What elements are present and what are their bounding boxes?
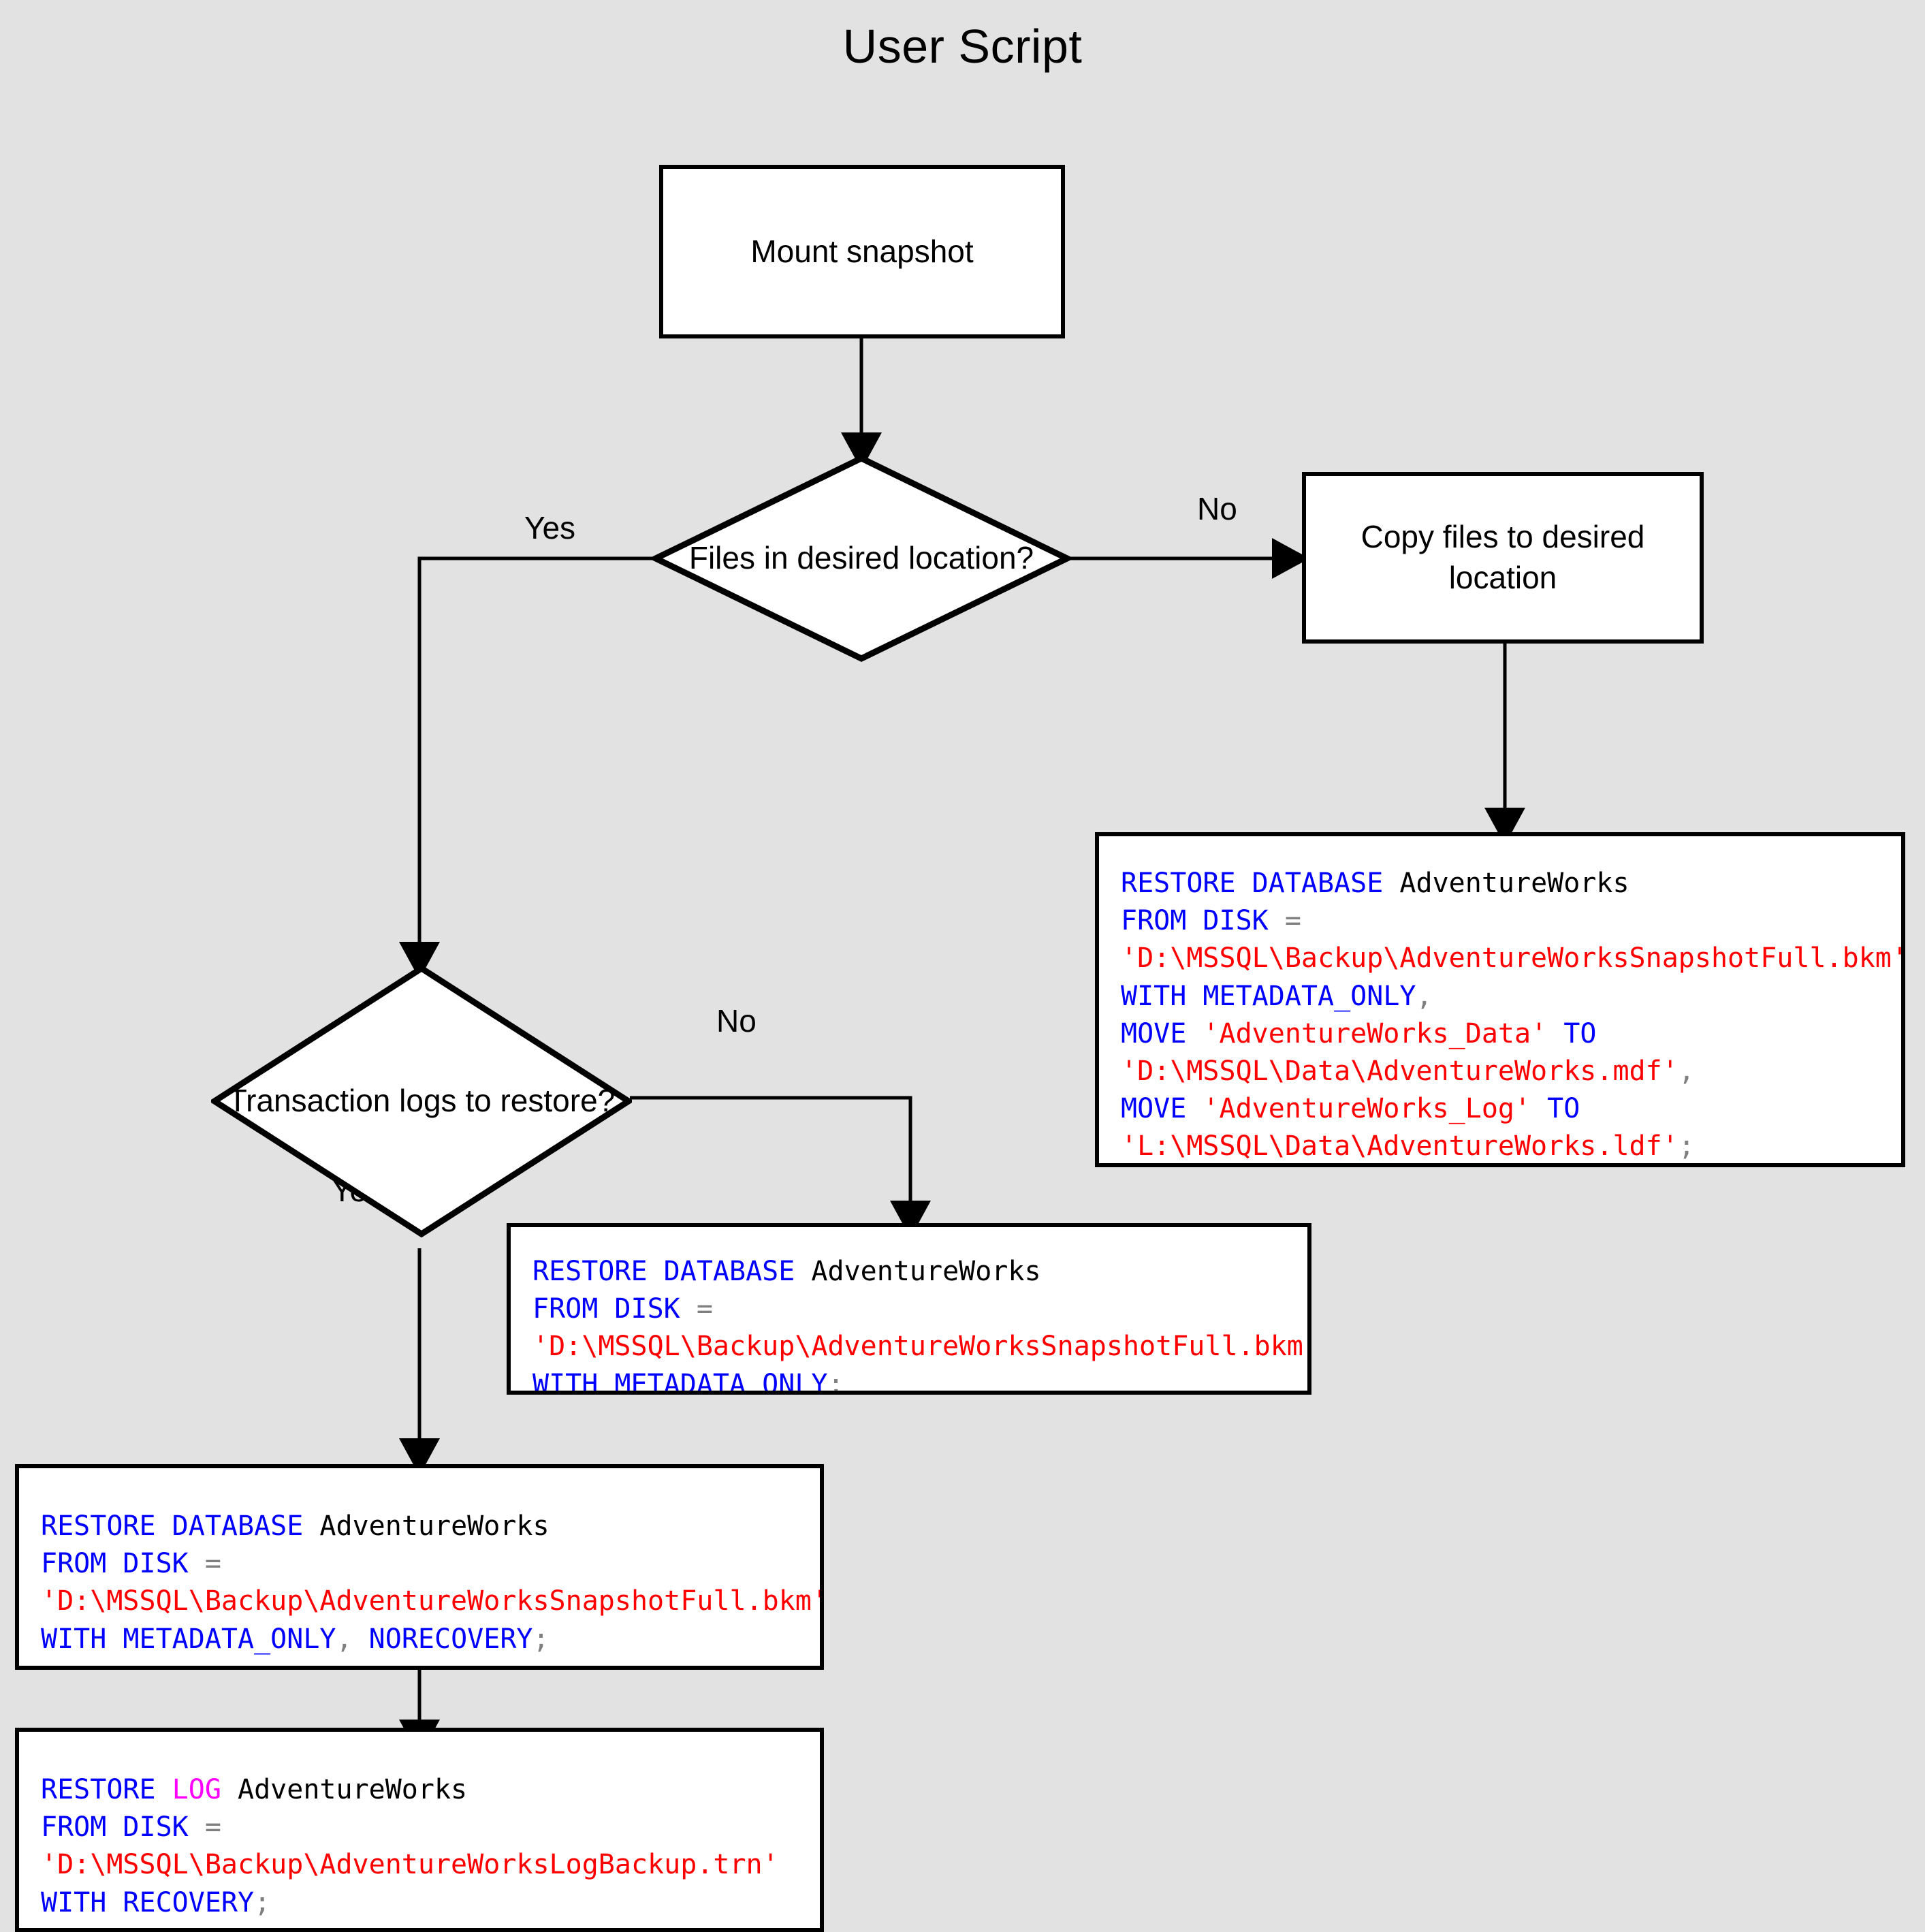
- code-line: 'D:\MSSQL\Backup\AdventureWorksSnapshotF…: [41, 1583, 824, 1620]
- code-token: RESTORE DATABASE: [41, 1510, 320, 1542]
- code-token: ;: [254, 1886, 271, 1918]
- code-line: 'D:\MSSQL\Backup\AdventureWorksLogBackup…: [41, 1846, 779, 1884]
- code-line: FROM DISK =: [41, 1545, 820, 1583]
- code-token: 'L:\MSSQL\Data\AdventureWorks.ldf': [1121, 1130, 1679, 1162]
- code-line: 'L:\MSSQL\Data\AdventureWorks.ldf';: [1121, 1128, 1901, 1163]
- node-files-in-desired-location-label: Files in desired location?: [689, 536, 1034, 580]
- copy-files-label-line2: location: [1448, 560, 1557, 595]
- node-copy-files-label: Copy files to desired location: [1361, 517, 1645, 599]
- code-token: LOG: [172, 1774, 221, 1805]
- code-line: FROM DISK =: [41, 1809, 779, 1846]
- code-token: WITH RECOVERY: [41, 1886, 255, 1918]
- code-line: RESTORE DATABASE AdventureWorks: [532, 1253, 1307, 1290]
- files-label-line2: desired: [797, 540, 900, 576]
- node-copy-files-to-desired-location[interactable]: Copy files to desired location: [1302, 472, 1704, 644]
- files-label-line1: Files in: [688, 540, 789, 576]
- code-line: RESTORE DATABASE AdventureWorks: [1121, 865, 1901, 902]
- code-line: WITH METADATA_ONLY;: [532, 1366, 1307, 1395]
- copy-files-label-line1: Copy files to desired: [1361, 519, 1645, 555]
- code-line: FROM DISK =: [1121, 902, 1901, 940]
- diamond-shape-files: [652, 455, 1070, 662]
- files-label-line3: location?: [908, 540, 1034, 576]
- edge-logs-no-to-metadata-only: [630, 1096, 931, 1238]
- code-line: WITH METADATA_ONLY, NORECOVERY;: [41, 1621, 820, 1658]
- logs-label-line2: logs to: [399, 1083, 492, 1119]
- code-token: ;: [827, 1368, 844, 1395]
- code-token: RESTORE DATABASE: [1121, 868, 1400, 899]
- code-token: 'D:\MSSQL\Backup\AdventureWorksSnapshotF…: [41, 1585, 824, 1617]
- code-token: 'D:\MSSQL\Backup\AdventureWorksLogBackup…: [41, 1849, 779, 1881]
- code-token: FROM DISK: [532, 1293, 697, 1325]
- code-token: TO: [1531, 1093, 1580, 1125]
- code-token: FROM DISK: [1121, 905, 1285, 937]
- edge-label-logs-no: No: [716, 1003, 757, 1039]
- code-line: RESTORE DATABASE AdventureWorks: [41, 1508, 820, 1545]
- code-token: TO: [1547, 1017, 1597, 1049]
- code-token: WITH METADATA_ONLY: [532, 1368, 828, 1395]
- code-line: RESTORE LOG AdventureWorks: [41, 1771, 779, 1809]
- code-token: FROM DISK: [41, 1811, 205, 1843]
- code-line: WITH RECOVERY;: [41, 1884, 779, 1922]
- code-token: ;: [1678, 1130, 1695, 1162]
- code-line: MOVE 'AdventureWorks_Log' TO: [1121, 1090, 1901, 1128]
- edge-label-files-no: No: [1197, 491, 1237, 526]
- code-line: FROM DISK =: [532, 1290, 1307, 1328]
- code-token: ,: [1416, 980, 1433, 1012]
- code-token: MOVE: [1121, 1017, 1203, 1049]
- logs-label-line3: restore?: [500, 1083, 616, 1119]
- code-token: RESTORE: [41, 1774, 172, 1805]
- code-line: 'D:\MSSQL\Backup\AdventureWorksSnapshotF…: [1121, 940, 1905, 977]
- node-files-in-desired-location[interactable]: Files in desired location?: [652, 455, 1070, 662]
- code-token: ,: [336, 1623, 369, 1655]
- code-token: AdventureWorks: [221, 1774, 468, 1805]
- node-transaction-logs-to-restore[interactable]: Transaction logs to restore?: [211, 965, 632, 1237]
- code-token: RESTORE DATABASE: [532, 1256, 812, 1287]
- code-token: =: [204, 1811, 221, 1843]
- page-title: User Script: [842, 20, 1083, 73]
- code-token: =: [696, 1293, 713, 1325]
- code-token: 'D:\MSSQL\Backup\AdventureWorksSnapshotF…: [532, 1331, 1311, 1363]
- code-line: 'D:\MSSQL\Backup\AdventureWorksSnapshotF…: [532, 1328, 1311, 1365]
- code-line: WITH METADATA_ONLY,: [1121, 978, 1901, 1015]
- code-token: =: [1284, 905, 1301, 937]
- code-token: MOVE: [1121, 1093, 1203, 1125]
- code-line: MOVE 'AdventureWorks_Data' TO: [1121, 1015, 1901, 1053]
- diamond-shape-logs: [211, 965, 632, 1237]
- code-token: AdventureWorks: [811, 1256, 1041, 1287]
- edge-label-files-yes: Yes: [524, 510, 576, 545]
- code-token: NORECOVERY: [368, 1623, 533, 1655]
- code-token: 'AdventureWorks_Log': [1203, 1093, 1531, 1125]
- logs-label-line1: Transaction: [227, 1083, 391, 1119]
- code-token: FROM DISK: [41, 1548, 205, 1580]
- code-token: WITH METADATA_ONLY: [41, 1623, 336, 1655]
- code-line: 'D:\MSSQL\Data\AdventureWorks.mdf',: [1121, 1053, 1901, 1090]
- node-mount-snapshot-label: Mount snapshot: [750, 233, 974, 269]
- code-token: AdventureWorks: [1399, 868, 1629, 899]
- code-token: WITH METADATA_ONLY: [1121, 980, 1416, 1012]
- code-token: =: [204, 1548, 221, 1580]
- code-token: 'D:\MSSQL\Data\AdventureWorks.mdf': [1121, 1055, 1679, 1087]
- node-mount-snapshot[interactable]: Mount snapshot: [659, 165, 1065, 338]
- edge-files-yes-to-logs: [399, 556, 652, 979]
- node-transaction-logs-label: Transaction logs to restore?: [228, 1079, 615, 1123]
- code-token: AdventureWorks: [319, 1510, 550, 1542]
- code-token: 'AdventureWorks_Data': [1203, 1017, 1548, 1049]
- code-token: 'D:\MSSQL\Backup\AdventureWorksSnapshotF…: [1121, 943, 1905, 975]
- code-token: ;: [532, 1623, 550, 1655]
- code-token: ,: [1678, 1055, 1695, 1087]
